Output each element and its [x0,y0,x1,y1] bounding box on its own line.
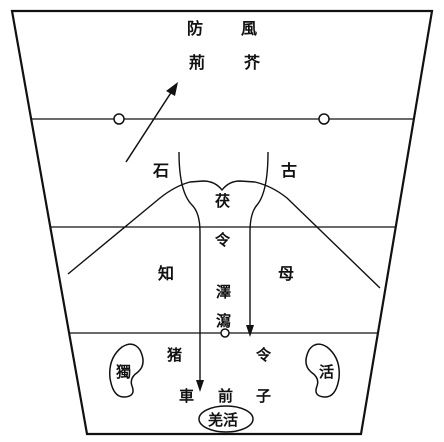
right-down-arrowhead [246,325,254,337]
label-qianghuo: 羌活 [208,411,238,429]
circle-marker-bottom [220,328,230,338]
circle-marker-right [318,113,330,125]
trapezoid-frame [10,9,434,436]
left-down-arrowhead [196,380,204,392]
left-down-line [178,151,201,383]
label-jie: 芥 [244,53,261,72]
label-du: 獨 [115,363,131,381]
diagonal-arrow-head [166,82,178,96]
label-zhu: 猪 [166,346,182,364]
kidney-right [305,343,340,398]
label-ze: 澤 [216,283,231,301]
circle-marker-left [113,113,125,125]
label-fu: 茯 [215,192,230,210]
mountain-curve [67,180,381,289]
label-zhi: 知 [158,264,174,283]
kidney-left [109,343,144,398]
label-xie: 瀉 [216,312,231,330]
right-down-line [249,151,269,328]
label-che: 車 [179,387,194,405]
label-zi: 子 [256,387,271,405]
label-ling2: 令 [256,346,272,364]
qianghuo-ellipse [198,405,254,433]
label-fang: 防 [187,19,203,38]
label-huo: 活 [319,363,334,381]
diagonal-arrow-shaft [125,87,175,163]
label-feng: 風 [241,19,257,38]
label-ling: 令 [215,231,231,249]
label-qian: 前 [218,387,233,405]
label-gu: 古 [281,161,297,180]
label-mu: 母 [278,264,294,283]
label-shi: 石 [152,161,169,180]
label-jing: 荊 [189,53,205,72]
